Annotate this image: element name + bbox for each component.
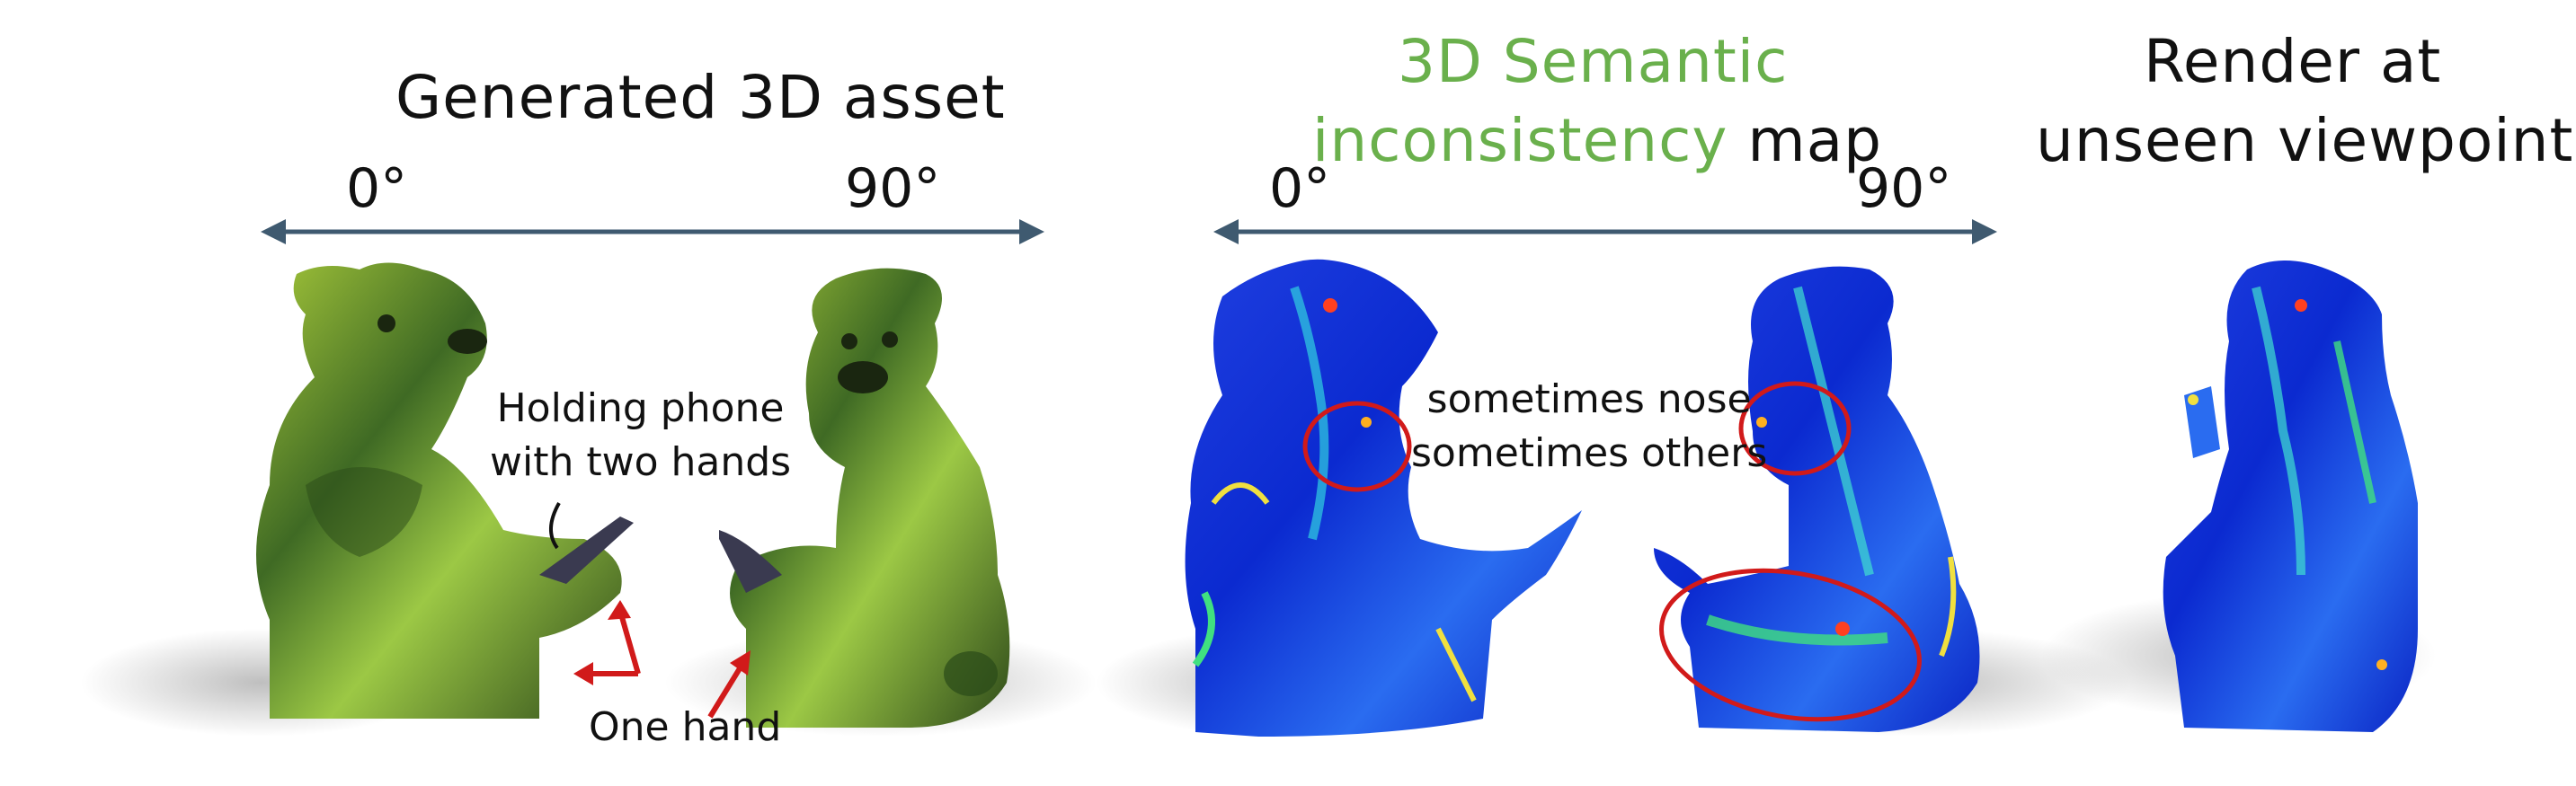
viewpoint-range-arrow-1	[261, 219, 1044, 244]
section1-deg-start: 0°	[346, 157, 408, 220]
section2-title-map: map	[1728, 106, 1883, 175]
heatmap-render-0deg	[1185, 259, 1582, 737]
section2-deg-start: 0°	[1269, 157, 1331, 220]
section1-title: Generated 3D asset	[395, 63, 1006, 132]
section2-title-line1: 3D Semantic	[1398, 27, 1788, 96]
nose-note: sometimes nose sometimes others	[1411, 373, 1767, 481]
section2-title-semantic: 3D Semantic	[1398, 27, 1789, 96]
section2-title-line2: inconsistency map	[1312, 106, 1882, 175]
red-annotation-arrows	[573, 600, 751, 719]
two-hands-note: Holding phone with two hands	[490, 382, 791, 490]
two-hands-note-line2: with two hands	[490, 439, 792, 485]
section2-title-inconsistency: inconsistency	[1312, 106, 1728, 175]
two-hands-note-line1: Holding phone	[496, 385, 785, 431]
heatmap-render-90deg	[1654, 266, 1980, 733]
one-hand-note: One hand	[589, 704, 782, 750]
section3-title-line1: Render at	[2144, 27, 2442, 96]
heatmap-render-unseen	[2163, 261, 2418, 732]
dog-render-90deg	[719, 268, 1010, 728]
section2-deg-end: 90°	[1856, 157, 1952, 220]
section3-title-line2: unseen viewpoints	[2036, 106, 2576, 175]
nose-note-line2: sometimes others	[1411, 430, 1768, 476]
section1-deg-end: 90°	[845, 157, 941, 220]
dog-render-0deg	[256, 262, 634, 719]
nose-note-line1: sometimes nose	[1426, 376, 1752, 422]
two-hands-pointer-line	[549, 502, 561, 550]
viewpoint-range-arrow-2	[1213, 219, 1997, 244]
red-highlight-circles	[1302, 381, 1922, 722]
